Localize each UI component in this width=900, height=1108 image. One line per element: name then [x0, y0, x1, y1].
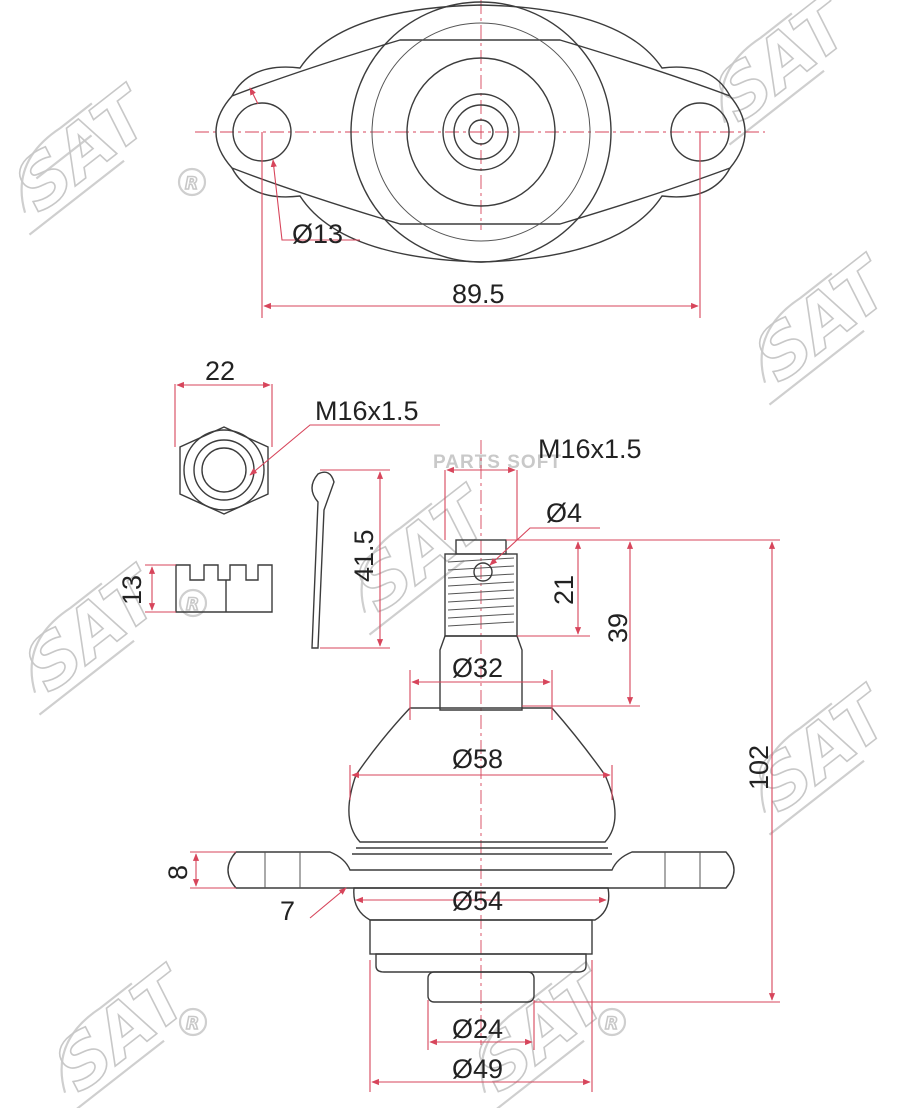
watermark-registered-mark: R — [177, 167, 207, 197]
label-stud-length: 39 — [603, 613, 633, 643]
label-housing-diameter: Ø49 — [452, 1054, 503, 1084]
registered-mark-text: R — [605, 1014, 618, 1034]
label-flange-thickness: 8 — [163, 865, 193, 880]
label-flange-hole-spacing: 89.5 — [452, 279, 505, 309]
flange-top-view — [195, 0, 765, 318]
nut-hexagon — [179, 426, 269, 515]
castle-nut-side-view — [145, 564, 273, 613]
label-nut-height: 13 — [117, 575, 147, 605]
watermark-logo: SAT — [738, 240, 900, 406]
flange-side — [227, 851, 735, 889]
body-upper — [353, 887, 610, 921]
registered-mark-text: R — [185, 174, 198, 194]
label-body-diameter: Ø54 — [452, 886, 503, 916]
nut-side-outline — [175, 564, 273, 613]
castle-nut-top-view — [174, 381, 440, 515]
cotter-pin-outline — [311, 471, 335, 649]
label-nut-width: 22 — [205, 356, 235, 386]
watermark-logo: SAT — [0, 70, 169, 236]
label-cotter-pin-length: 41.5 — [349, 529, 379, 582]
rubber-boot — [348, 707, 616, 843]
registered-mark-text: R — [186, 595, 199, 615]
registered-mark-text: R — [186, 1014, 199, 1034]
label-nut-thread: M16x1.5 — [315, 396, 419, 426]
label-pin-hole-diameter: Ø4 — [546, 498, 582, 528]
body-outer-circle — [350, 1, 612, 263]
label-boot-diameter: Ø58 — [452, 744, 503, 774]
watermark-registered-mark: R — [178, 1007, 208, 1037]
watermark-registered-mark: R — [597, 1007, 627, 1037]
label-overall-height: 102 — [744, 745, 774, 790]
watermark-registered-mark: R — [178, 588, 208, 618]
label-flange-offset: 7 — [280, 896, 295, 926]
label-bottom-diameter: Ø24 — [452, 1014, 503, 1044]
watermark-logo-text: SAT — [9, 550, 178, 708]
label-flange-hole-diameter: Ø13 — [292, 219, 343, 249]
ball-joint-side-view — [190, 440, 780, 1092]
pin-hole — [473, 562, 493, 582]
label-stud-thread: M16x1.5 — [538, 434, 642, 464]
body-bottom-cap — [427, 971, 535, 1003]
label-thread-length: 21 — [549, 575, 579, 605]
watermark-logo: SAT — [38, 950, 209, 1108]
cotter-pin — [311, 469, 390, 649]
watermark-logo-text: SAT — [0, 70, 168, 228]
label-stud-base-diameter: Ø32 — [452, 653, 503, 683]
